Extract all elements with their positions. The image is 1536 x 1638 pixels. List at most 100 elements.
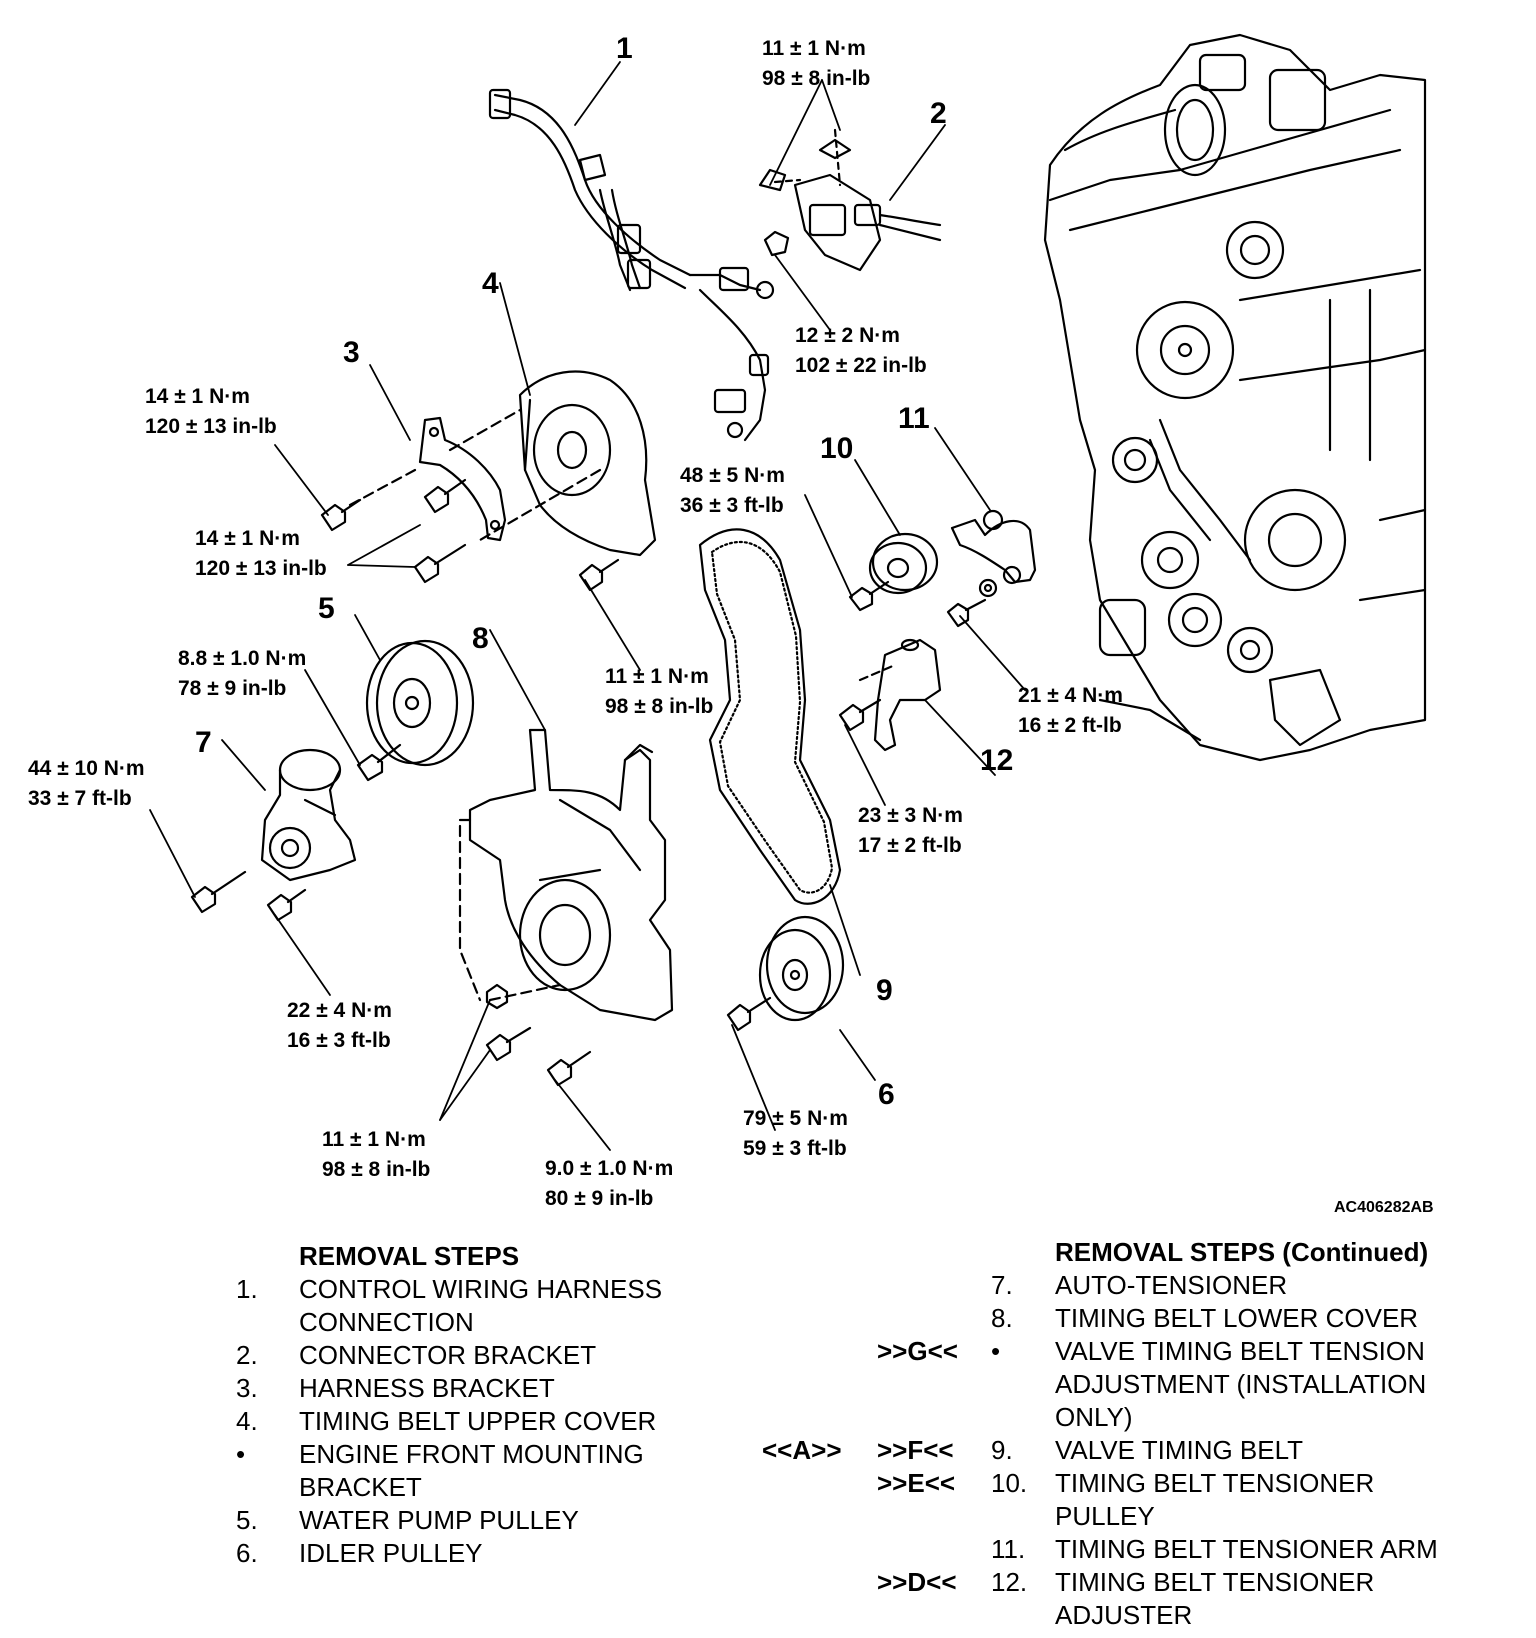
torque-nut-2-inlb: 102 ± 22 in-lb — [795, 354, 927, 377]
torque-12-ftlb: 17 ± 2 ft-lb — [858, 834, 962, 857]
step-row: 7. AUTO-TENSIONER — [0, 1269, 1536, 1302]
callout-6: 6 — [878, 1078, 895, 1111]
step-number: • — [236, 1439, 246, 1469]
step-number: 1. — [236, 1274, 258, 1304]
bolts-lower-cover — [485, 983, 592, 1087]
step-text: CONTROL WIRING HARNESS — [299, 1274, 663, 1304]
torque-7-ftlb: 33 ± 7 ft-lb — [28, 787, 132, 810]
step-number: • — [991, 1336, 1001, 1366]
torque-12-nm: 23 ± 3 N·m — [858, 804, 963, 827]
torque-5-inlb: 78 ± 9 in-lb — [178, 677, 286, 700]
step-text: ENGINE FRONT MOUNTING — [299, 1439, 644, 1469]
harness-bracket — [348, 408, 522, 542]
torque-11-nm: 21 ± 4 N·m — [1018, 684, 1123, 707]
exploded-timing-belt-diagram: 1 2 3 4 5 6 7 8 9 10 11 12 11 ± 1 N·m 98… — [28, 32, 1434, 1215]
torque-6-nm: 79 ± 5 N·m — [743, 1107, 848, 1130]
step-text: TIMING BELT UPPER COVER — [299, 1406, 657, 1436]
torque-3-upper-nm: 14 ± 1 N·m — [145, 385, 250, 408]
valve-timing-belt — [698, 528, 842, 905]
torque-3-lower-nm: 14 ± 1 N·m — [195, 527, 300, 550]
service-ref-b: >>E<< — [877, 1468, 956, 1498]
step-number: 7. — [991, 1270, 1013, 1300]
step-row: 6. IDLER PULLEY — [0, 1537, 760, 1570]
step-row: • ENGINE FRONT MOUNTING — [0, 1438, 760, 1471]
step-number: 12. — [991, 1567, 1028, 1597]
torque-4-cover-inlb: 98 ± 8 in-lb — [605, 695, 713, 718]
callout-12: 12 — [980, 744, 1013, 777]
step-row: 2. CONNECTOR BRACKET — [0, 1339, 760, 1372]
removal-steps-continued-header: REMOVAL STEPS (Continued) — [1055, 1237, 1429, 1267]
step-row: >>E<<10.TIMING BELT TENSIONER — [0, 1467, 1536, 1500]
step-number: 8. — [991, 1303, 1013, 1333]
step-row: 3.HARNESS BRACKET — [0, 1372, 760, 1405]
step-text: ONLY) — [1055, 1402, 1133, 1432]
torque-5-nm: 8.8 ± 1.0 N·m — [178, 647, 306, 670]
callout-7: 7 — [195, 726, 212, 759]
torque-7-lower-nm: 22 ± 4 N·m — [287, 999, 392, 1022]
torque-11-ftlb: 16 ± 2 ft-lb — [1018, 714, 1122, 737]
callout-4: 4 — [482, 267, 499, 300]
callout-2: 2 — [930, 97, 947, 130]
step-row: PULLEY — [0, 1500, 1536, 1533]
step-number: 3. — [236, 1373, 258, 1403]
tensioner-pulley — [848, 532, 939, 612]
bolts-cover — [320, 478, 620, 592]
torque-4-cover-nm: 11 ± 1 N·m — [605, 665, 709, 688]
tensioner-arm — [946, 509, 1037, 628]
torque-7-nm: 44 ± 10 N·m — [28, 757, 145, 780]
step-text: AUTO-TENSIONER — [1055, 1270, 1288, 1300]
torque-nut-2-nm: 12 ± 2 N·m — [795, 324, 900, 347]
step-number: 2. — [236, 1340, 258, 1370]
torque-6-ftlb: 59 ± 3 ft-lb — [743, 1137, 847, 1160]
step-number: 5. — [236, 1505, 258, 1535]
torque-8-inlb: 98 ± 8 in-lb — [322, 1158, 430, 1181]
callout-3: 3 — [343, 336, 360, 369]
idler-pulley — [726, 915, 845, 1032]
connector-bracket — [758, 128, 942, 272]
removal-steps-header: REMOVAL STEPS — [299, 1241, 520, 1271]
step-text: ADJUSTER — [1055, 1600, 1193, 1630]
step-number: 10. — [991, 1468, 1028, 1498]
torque-8-bolt-nm: 9.0 ± 1.0 N·m — [545, 1157, 673, 1180]
step-row: >>D<<12.TIMING BELT TENSIONER — [0, 1566, 1536, 1599]
step-row: ADJUSTMENT (INSTALLATION — [0, 1368, 1536, 1401]
step-row: BRACKET — [0, 1471, 760, 1504]
torque-8-bolt-inlb: 80 ± 9 in-lb — [545, 1187, 653, 1210]
callout-1: 1 — [616, 32, 633, 65]
torque-3-upper-inlb: 120 ± 13 in-lb — [145, 415, 277, 438]
service-ref-a: <<A>> — [762, 1435, 842, 1465]
step-row: 1. CONTROL WIRING HARNESS — [0, 1273, 760, 1306]
step-row: 8. TIMING BELT LOWER COVER — [0, 1302, 1536, 1335]
callout-5: 5 — [318, 592, 335, 625]
step-text: VALVE TIMING BELT — [1055, 1435, 1304, 1465]
timing-belt-lower-cover — [458, 728, 674, 1022]
step-row: 11.TIMING BELT TENSIONER ARM — [0, 1533, 1536, 1566]
step-text: CONNECTOR BRACKET — [299, 1340, 597, 1370]
step-number: 4. — [236, 1406, 258, 1436]
callout-8: 8 — [472, 622, 489, 655]
step-text: TIMING BELT TENSIONER ARM — [1055, 1534, 1438, 1564]
leader-lines — [149, 61, 1026, 1151]
step-number: 6. — [236, 1538, 258, 1568]
step-row: 5.WATER PUMP PULLEY — [0, 1504, 760, 1537]
removal-steps-right: REMOVAL STEPS (Continued) 7. AUTO-TENSION… — [0, 1236, 1536, 1632]
step-text: IDLER PULLEY — [299, 1538, 483, 1568]
torque-10-nm: 48 ± 5 N·m — [680, 464, 785, 487]
callout-9: 9 — [876, 974, 893, 1007]
timing-belt-upper-cover — [478, 370, 657, 557]
step-text: TIMING BELT LOWER COVER — [1055, 1303, 1419, 1333]
torque-7-lower-ftlb: 16 ± 3 ft-lb — [287, 1029, 391, 1052]
step-text: VALVE TIMING BELT TENSION — [1055, 1336, 1425, 1366]
torque-3-lower-inlb: 120 ± 13 in-lb — [195, 557, 327, 580]
step-text: CONNECTION — [299, 1307, 474, 1337]
torque-8-nm: 11 ± 1 N·m — [322, 1128, 426, 1151]
torque-10-ftlb: 36 ± 3 ft-lb — [680, 494, 784, 517]
step-row: CONNECTION — [0, 1306, 760, 1339]
torque-top-bolts-inlb: 98 ± 8 in-lb — [762, 67, 870, 90]
auto-tensioner — [190, 748, 357, 922]
figure-id: AC406282AB — [1334, 1199, 1434, 1215]
water-pump-pulley — [356, 639, 475, 782]
engine-block-illustration — [1043, 33, 1427, 762]
step-row: 4. TIMING BELT UPPER COVER — [0, 1405, 760, 1438]
service-ref-b: >>F<< — [877, 1435, 954, 1465]
